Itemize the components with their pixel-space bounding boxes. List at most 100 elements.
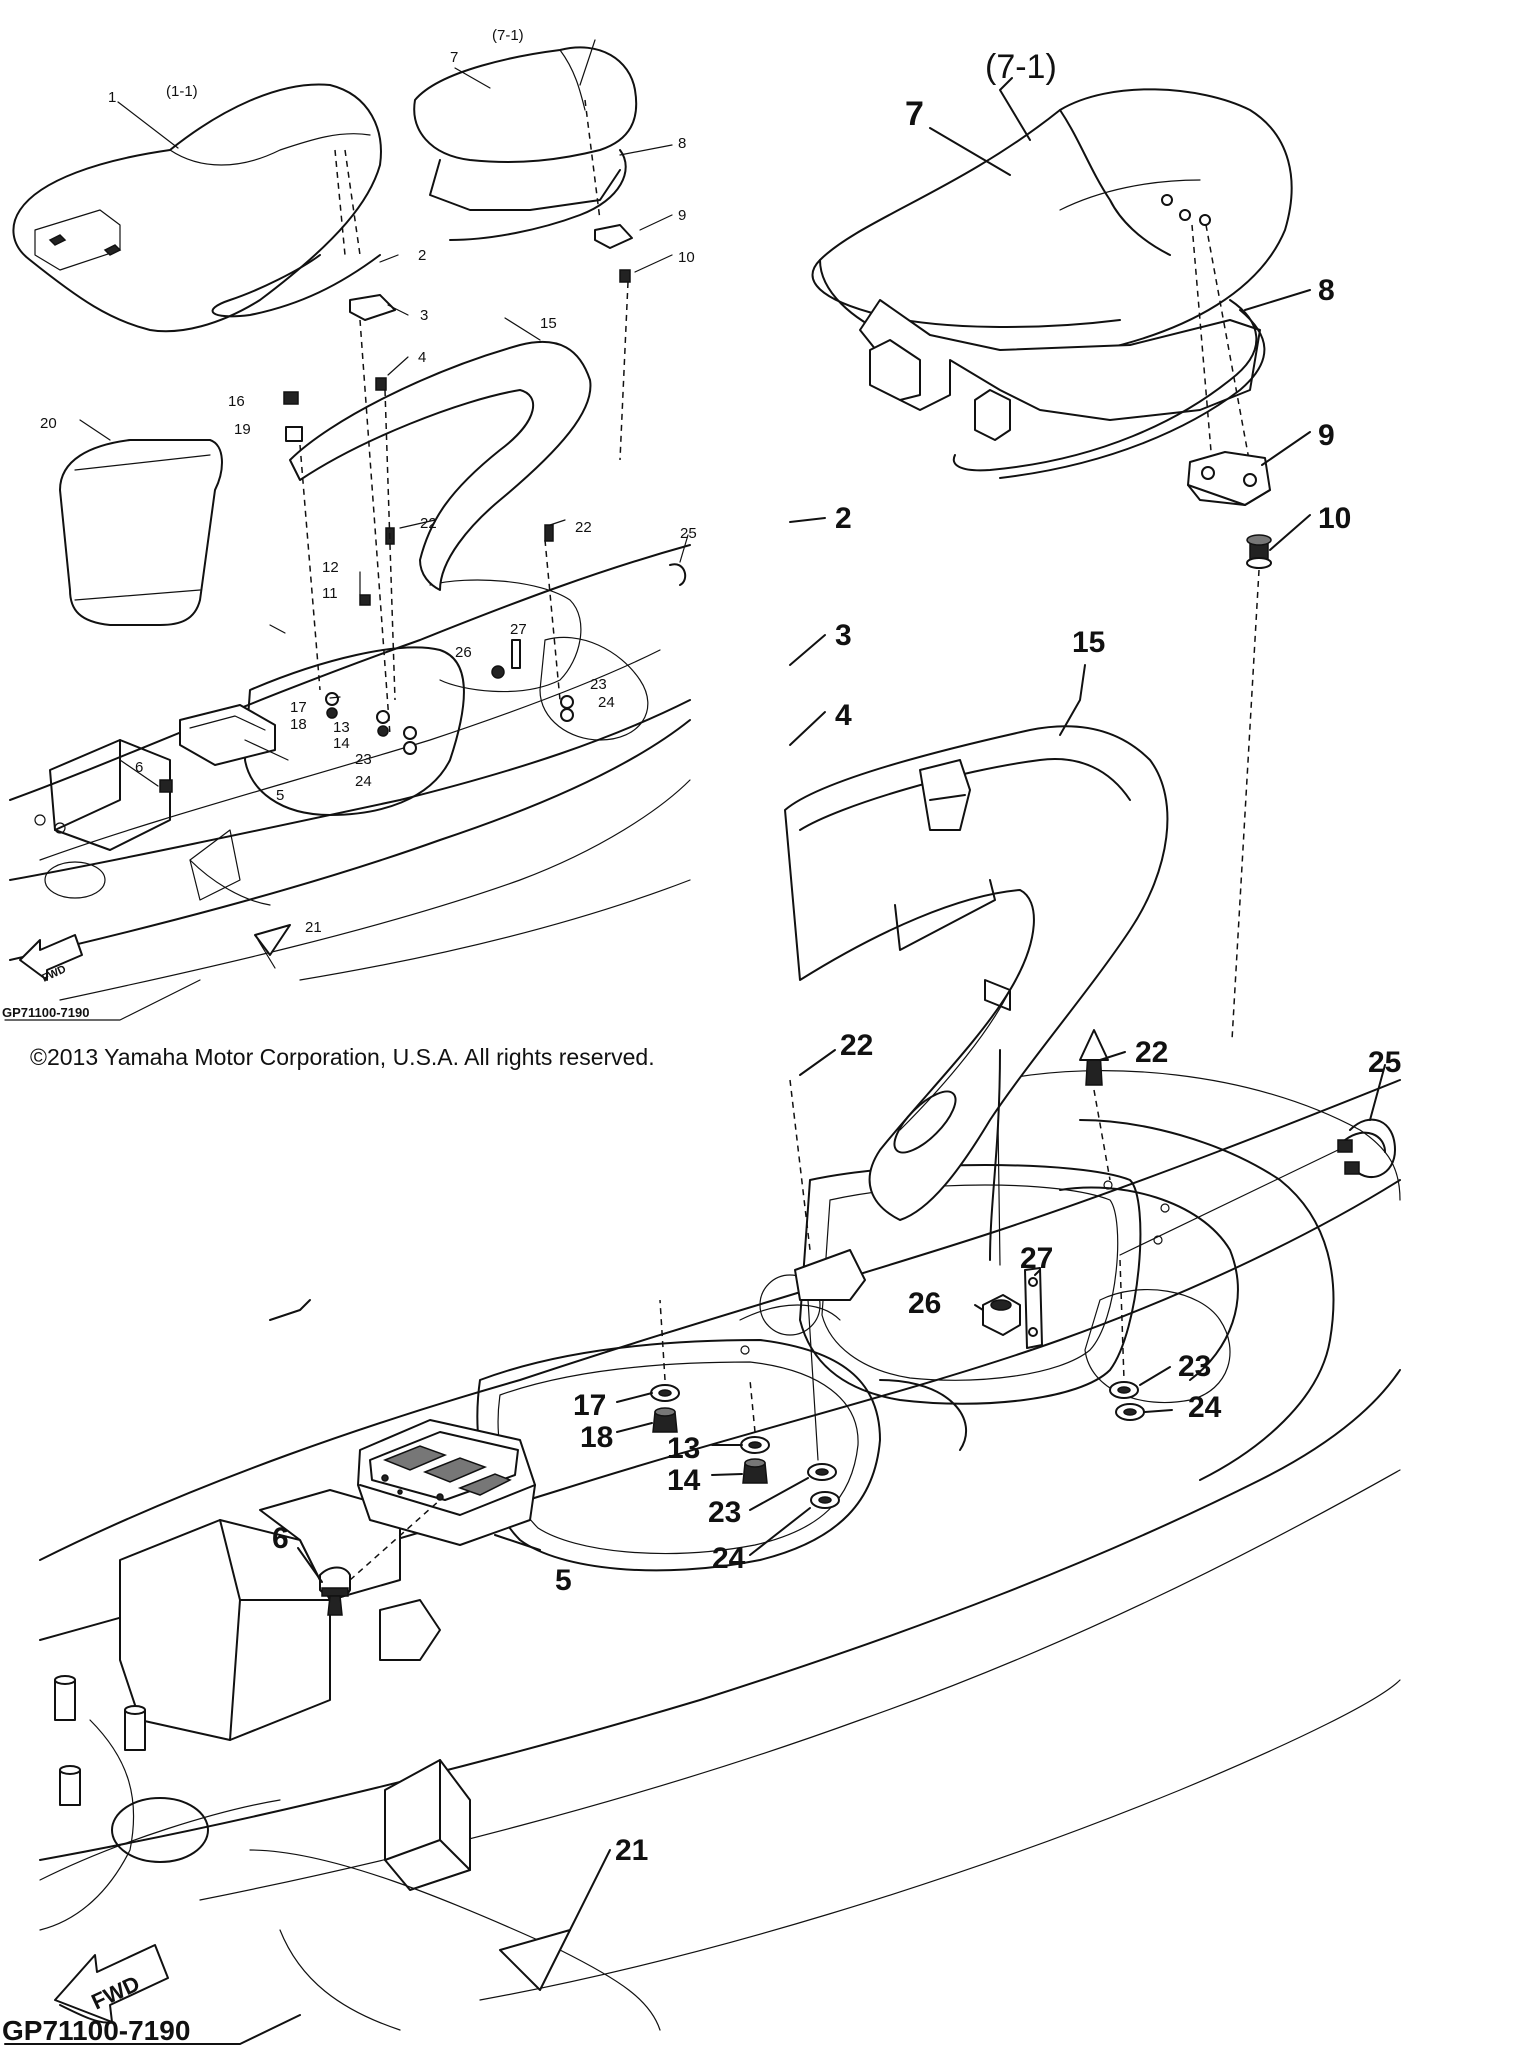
callout-L7: 7: [905, 95, 924, 133]
overview-plate-3: [349, 294, 396, 321]
overview-bolt-4: [375, 377, 387, 391]
front-console: [119, 1519, 331, 1741]
callout-L15: 15: [1072, 626, 1105, 659]
callout-L27: 27: [1020, 1242, 1053, 1275]
callout-s24a: 24: [355, 773, 372, 790]
callout-s2: 2: [418, 247, 426, 264]
callout-s13: 13: [333, 719, 350, 736]
callout-L3: 3: [835, 619, 852, 652]
clip-25: [1119, 1118, 1396, 1256]
callout-L17: 17: [573, 1389, 606, 1422]
callout-s23b: 23: [590, 676, 607, 693]
footwell-block: [384, 1759, 471, 1891]
callout-s25: 25: [680, 525, 697, 542]
deck-mat-21: [499, 1929, 571, 1991]
callout-s5: 5: [276, 787, 284, 804]
nut-26: [982, 1294, 1021, 1336]
callout-s16: 16: [228, 393, 245, 410]
callout-L4: 4: [835, 699, 852, 732]
callout-L23a: 23: [1178, 1350, 1211, 1383]
overview-nut-18: [326, 707, 338, 719]
callout-L24a: 24: [1188, 1391, 1222, 1424]
overview-storage-basket-20: [59, 439, 223, 626]
overview-washer-13: [376, 710, 390, 724]
callout-s18: 18: [290, 716, 307, 733]
overview-plate-9: [594, 224, 633, 249]
overview-washer-23b: [560, 695, 574, 709]
overview-knob-16: [283, 391, 299, 405]
overview-seat-1: [12, 83, 382, 333]
callout-s19: 19: [234, 421, 251, 438]
detail-labels: (7-1) 7 8 9 10 2 3 4 15 22 22 25 27 26 2…: [272, 48, 1401, 1867]
overview-diagram-code: GP71100-7190: [2, 1005, 89, 1020]
bolt-6: [319, 1499, 441, 1616]
overview-washer-17: [325, 692, 339, 706]
callout-s9: 9: [678, 207, 686, 224]
callout-L23b: 23: [708, 1496, 741, 1529]
fwd-arrow: [54, 1944, 169, 2024]
callout-s10: 10: [678, 249, 695, 266]
bracket: [794, 1249, 866, 1301]
washers-23-24-right: [1109, 1259, 1145, 1421]
overview-pin-22b: [544, 524, 554, 542]
overview-seat-7: [413, 46, 638, 221]
callout-s14: 14: [333, 735, 350, 752]
overview-washer-24b: [560, 708, 574, 722]
fasteners-center: [650, 1299, 840, 1509]
callout-L13: 13: [667, 1432, 700, 1465]
overview-washer-23: [403, 726, 417, 740]
overview-labels: 1 (1-1) 2 3 4 5 6 7 (7-1) 8 9 10 11 12 1…: [40, 27, 697, 936]
detail-leaders: [297, 77, 1386, 1931]
overview-deck-plate: [254, 924, 291, 956]
overview-bolt-12: [359, 594, 371, 606]
callout-L18: 18: [580, 1421, 613, 1454]
callout-L7-1: (7-1): [985, 48, 1057, 86]
callout-L21: 21: [615, 1834, 648, 1867]
overview-storage-tray: [179, 704, 276, 766]
callout-L22b: 22: [1135, 1036, 1168, 1069]
callout-s12: 12: [322, 559, 339, 576]
callout-s4: 4: [418, 349, 426, 366]
callout-L26: 26: [908, 1287, 941, 1320]
overview-strap-8: [449, 149, 627, 241]
callout-L9: 9: [1318, 419, 1335, 452]
overview-strap-27: [511, 639, 521, 669]
overview-cover-15: [289, 340, 592, 591]
overview-diagram: 1 (1-1) 2 3 4 5 6 7 (7-1) 8 9 10 11 12 1…: [2, 27, 697, 1021]
callout-L10: 10: [1318, 502, 1351, 535]
overview-spacer-19: [285, 426, 303, 442]
callout-L24b: 24: [712, 1542, 746, 1575]
callout-s8: 8: [678, 135, 686, 152]
callout-s22a: 22: [420, 515, 437, 532]
strap-8: [952, 299, 1258, 472]
callout-L8: 8: [1318, 274, 1335, 307]
callout-s6: 6: [135, 759, 143, 776]
callout-s1: 1: [108, 89, 116, 106]
plate-9: [1187, 451, 1271, 506]
cover-15: [784, 725, 1169, 1261]
callout-s1-1: (1-1): [166, 83, 198, 100]
callout-s21: 21: [305, 919, 322, 936]
callout-L22a: 22: [840, 1029, 873, 1062]
pin-22b: [1079, 1029, 1111, 1181]
diagram-code: GP71100-7190: [2, 2015, 190, 2046]
overview-leaders: [79, 39, 689, 969]
callout-s26: 26: [455, 644, 472, 661]
overview-clip-25: [669, 563, 687, 586]
callout-s15: 15: [540, 315, 557, 332]
hull-deck: [39, 1070, 1401, 2031]
callout-s24b: 24: [598, 694, 615, 711]
callout-L2: 2: [835, 502, 852, 535]
callout-L25: 25: [1368, 1046, 1401, 1079]
callout-s27: 27: [510, 621, 527, 638]
callout-s22b: 22: [575, 519, 592, 536]
overview-washer-24: [403, 741, 417, 755]
overview-fwd-arrow: [19, 934, 83, 981]
seat-7: [811, 88, 1293, 476]
storage-tray-5: [357, 1419, 536, 1546]
overview-strap-2: [211, 254, 381, 318]
callout-L14: 14: [667, 1464, 701, 1497]
strap-27: [1024, 1267, 1043, 1349]
detail-diagram: FWD GP71100-7190: [2, 48, 1401, 2046]
